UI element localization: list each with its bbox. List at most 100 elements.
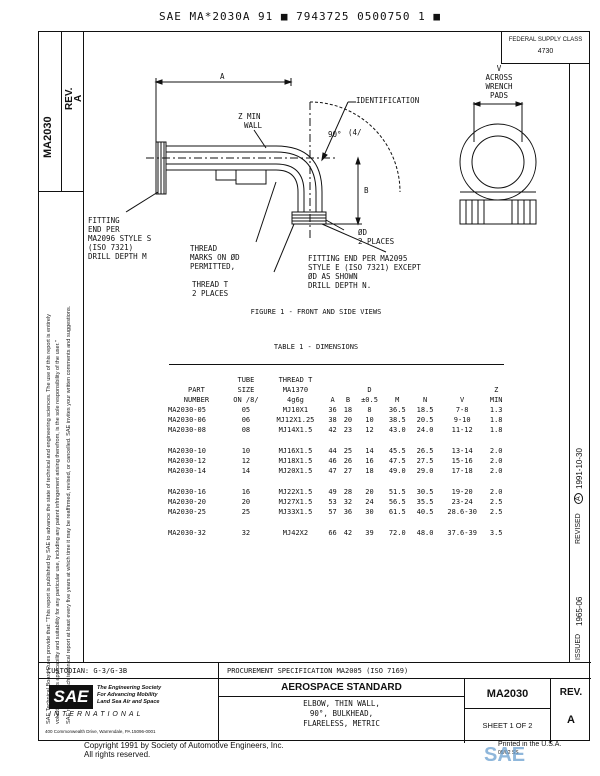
- custodian-cell: CUSTODIAN: G-3/G-3B: [39, 663, 219, 679]
- cell-z: 2.5: [489, 508, 503, 516]
- cell-v: 11-12: [451, 426, 473, 434]
- cell-a: 66: [328, 529, 337, 537]
- cell-n: 48.0: [416, 529, 434, 537]
- procurement-spec: PROCUREMENT SPECIFICATION MA2005 (ISO 71…: [227, 667, 409, 675]
- fitting-drawing: [125, 78, 537, 273]
- standard-title-cell: AEROSPACE STANDARD: [219, 679, 465, 697]
- cell-z: 3.5: [489, 529, 503, 537]
- cell-d: 16: [365, 457, 374, 465]
- cell-tube-size: 06: [241, 416, 251, 424]
- issued-date: 1965-06: [575, 596, 584, 626]
- cell-b: 42: [343, 529, 353, 537]
- cell-v: 13-14: [451, 447, 473, 455]
- fitting-end-left-note: FITTING END PER MA2096 STYLE S (ISO 7321…: [88, 216, 152, 261]
- sidebar-doc-number: MA2030: [42, 116, 54, 158]
- footer-doc-number: MA2030: [486, 688, 529, 700]
- front-and-side-views: A IDENTIFICATION Z MIN WALL 90° (4/ FITT…: [86, 42, 556, 332]
- dim-a-label: A: [220, 72, 225, 81]
- cell-v: 37.6-39: [447, 529, 477, 537]
- cell-b: 26: [343, 457, 353, 465]
- angle-note: (4/: [348, 128, 362, 137]
- cell-tube-size: 12: [241, 457, 251, 465]
- z-min-wall-label-1: Z MIN: [238, 112, 261, 121]
- revised-date: 1991-10-30: [575, 448, 584, 489]
- cell-tube-size: 05: [241, 406, 251, 414]
- left-sidebar: MA2030 REV. A SAE Technical Board Rules …: [39, 32, 84, 724]
- cell-b: 25: [343, 447, 353, 455]
- angle-label: 90°: [328, 130, 342, 139]
- group-spacer: [167, 435, 507, 446]
- sheet-number: SHEET 1 OF 2: [482, 721, 533, 730]
- cell-part-number: MA2030-20: [168, 498, 206, 506]
- doc-id-box: MA2030 REV. A: [39, 32, 84, 192]
- standard-title: AEROSPACE STANDARD: [281, 682, 402, 693]
- federal-supply-class-box: FEDERAL SUPPLY CLASS 4730: [501, 32, 589, 64]
- cell-a: 57: [328, 508, 337, 516]
- cell-b: 36: [343, 508, 353, 516]
- cell-tube-size: 16: [241, 488, 251, 496]
- copyright: Copyright 1991 by Society of Automotive …: [84, 741, 284, 759]
- cell-m: 72.0: [388, 529, 406, 537]
- cell-v: 7-8: [455, 406, 469, 414]
- cell-z: 2.5: [489, 498, 503, 506]
- cell-tube-size: 25: [241, 508, 251, 516]
- federal-supply-class-value: 4730: [537, 48, 554, 55]
- cell-v: 17-18: [451, 467, 473, 475]
- cell-a: 49: [328, 488, 337, 496]
- cell-thread: MJ27X1.5: [278, 498, 313, 506]
- cell-d: 14: [365, 447, 374, 455]
- cell-z: 1.8: [489, 416, 503, 424]
- identification-label: IDENTIFICATION: [356, 96, 420, 105]
- cell-d: 39: [365, 529, 374, 537]
- cell-b: 20: [343, 416, 353, 424]
- sidebar-rev-value: A: [73, 94, 84, 102]
- cell-d: 30: [365, 508, 374, 516]
- cell-a: 42: [328, 426, 337, 434]
- cell-b: 32: [343, 498, 353, 506]
- watermark-logo: SAE: [484, 744, 526, 766]
- sae-logo: SAE: [49, 685, 93, 709]
- cell-b: 23: [343, 426, 353, 434]
- printed-in: Printed in the U.S.A. 09/02 SS: [498, 741, 562, 756]
- phi-d-note: ØD 2 PLACES: [358, 228, 395, 246]
- cell-thread: MJ16X1.5: [278, 447, 313, 455]
- cell-thread: MJ18X1.5: [278, 457, 313, 465]
- cell-tube-size: 20: [241, 498, 251, 506]
- cell-part-number: MA2030-06: [168, 416, 206, 424]
- cell-a: 38: [328, 416, 337, 424]
- col-a: A: [330, 396, 335, 404]
- revised-mark: A: [574, 493, 583, 504]
- cell-part-number: MA2030-12: [168, 457, 206, 465]
- cell-a: 47: [328, 467, 337, 475]
- cell-m: 45.5: [388, 447, 406, 455]
- cell-thread: MJ22X1.5: [278, 488, 313, 496]
- thread-marks-note: THREAD MARKS ON ØD PERMITTED,: [190, 244, 240, 271]
- cell-d: 8: [367, 406, 372, 414]
- footer-rev-label: REV.: [559, 687, 583, 698]
- cell-b: 27: [343, 467, 353, 475]
- cell-b: 18: [343, 406, 353, 414]
- description-cell: ELBOW, THIN WALL, 90°, BULKHEAD, FLARELE…: [219, 697, 465, 743]
- doc-number-cell: MA2030: [465, 679, 551, 709]
- right-strip: REVISED A 1991-10-30 ISSUED 1965-06: [569, 64, 589, 662]
- custodian: CUSTODIAN: G-3/G-3B: [47, 667, 128, 675]
- cell-tube-size: 14: [241, 467, 251, 475]
- cell-part-number: MA2030-25: [168, 508, 206, 516]
- cell-z: 1.3: [489, 406, 503, 414]
- procurement-cell: PROCUREMENT SPECIFICATION MA2005 (ISO 71…: [219, 663, 591, 679]
- cell-m: 49.0: [388, 467, 406, 475]
- fitting-end-right-note: FITTING END PER MA2095 STYLE E (ISO 7321…: [308, 254, 421, 290]
- cell-tube-size: 32: [241, 529, 251, 537]
